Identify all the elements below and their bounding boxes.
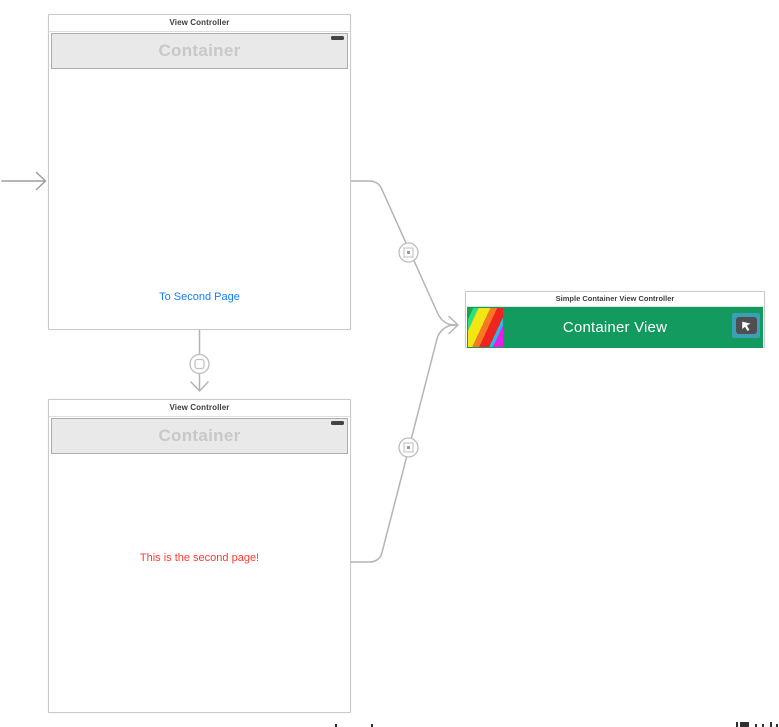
rainbow-image-thumbnail[interactable] bbox=[468, 308, 503, 347]
scene-title: View Controller bbox=[49, 15, 350, 32]
clipped-glyph bbox=[371, 724, 373, 727]
container-placeholder-label: Container bbox=[158, 426, 241, 445]
clipped-glyph bbox=[740, 722, 749, 727]
clipped-glyph bbox=[755, 724, 757, 727]
scene-title: View Controller bbox=[49, 400, 350, 417]
container-placeholder-label: Container bbox=[158, 41, 241, 60]
container-view-placeholder[interactable]: Container bbox=[51, 33, 348, 69]
battery-icon bbox=[331, 36, 344, 40]
clipped-glyph bbox=[736, 722, 738, 727]
clipped-glyph bbox=[770, 722, 772, 727]
clipped-glyph bbox=[762, 724, 764, 727]
clipped-glyph bbox=[776, 724, 778, 727]
unwind-exit-arrow-icon bbox=[735, 317, 757, 334]
modal-segue-circle[interactable] bbox=[189, 353, 210, 375]
embed-segue-circle-upper[interactable] bbox=[398, 242, 419, 263]
exit-item[interactable] bbox=[732, 313, 760, 338]
container-view-bar[interactable]: Container View bbox=[467, 307, 763, 348]
to-second-page-button[interactable]: To Second Page bbox=[159, 291, 240, 303]
scene-first-view-controller[interactable]: View Controller Container To Second Page bbox=[48, 14, 351, 330]
second-page-label[interactable]: This is the second page! bbox=[139, 552, 260, 564]
initial-view-controller-arrow[interactable] bbox=[1, 171, 47, 191]
scene-second-view-controller[interactable]: View Controller Container This is the se… bbox=[48, 399, 351, 713]
container-view-label[interactable]: Container View bbox=[562, 319, 668, 336]
battery-icon bbox=[331, 421, 344, 425]
container-view-placeholder[interactable]: Container bbox=[51, 418, 348, 454]
clipped-glyph bbox=[335, 724, 337, 727]
embed-segue-circle-lower[interactable] bbox=[398, 437, 419, 458]
scene-simple-container-view-controller[interactable]: Simple Container View Controller Contain… bbox=[465, 291, 765, 348]
scene-title: Simple Container View Controller bbox=[466, 292, 764, 307]
